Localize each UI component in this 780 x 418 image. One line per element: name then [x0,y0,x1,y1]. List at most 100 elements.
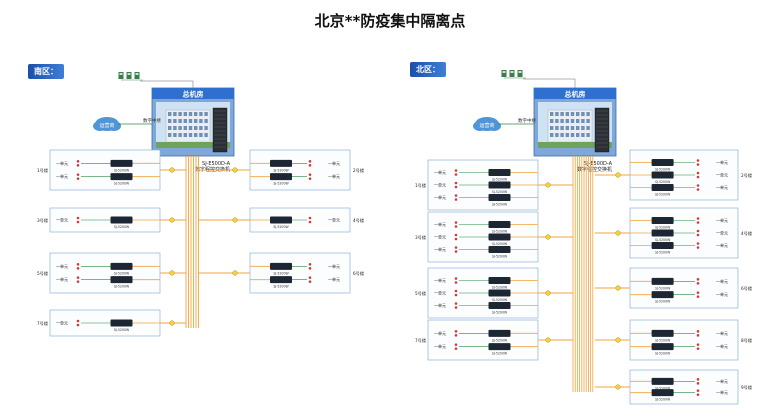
gateway-device [651,217,674,224]
building-unit-box [629,267,739,309]
phone-icon [134,72,140,79]
handset-icon [696,242,700,245]
switch-cabinet [212,107,228,153]
building-window [555,133,559,137]
terminal-label: 一单元 [716,172,728,178]
gateway-label: SJ-5200W [655,286,671,290]
terminal-label: 一单元 [716,159,728,165]
building-window [173,119,177,123]
cloud-icon [93,117,121,131]
terminal-label: 一单元 [434,234,446,240]
server-room-title: 总机房 [565,90,586,99]
terminal-label: 一单元 [434,330,446,336]
building-window [576,119,580,123]
gateway-label: SJ-5200W [492,190,508,194]
building-window [194,119,198,123]
handset-icon [76,160,80,163]
gateway-label: SJ-5200W [492,230,508,234]
page-title: 北京**防疫集中隔离点 [314,12,466,30]
gateway-label: SJ-5200W [655,300,671,304]
gateway-device [270,173,292,181]
building-window [199,126,203,130]
splitter-icon [615,285,621,291]
terminal-label: 一单元 [434,302,446,308]
handset-icon [696,159,700,162]
gateway-device [651,291,674,299]
building-window [565,119,569,123]
gateway-device [270,276,292,284]
building-window [183,126,187,130]
handset-icon [454,277,458,280]
gateway-device [651,377,674,385]
handset-icon [454,289,458,293]
building-label: 3号楼 [415,234,426,241]
handset-icon [696,282,700,285]
building-illustration [165,109,211,143]
phone-screen-icon [502,71,506,73]
gateway-label: SJ-5200W [492,242,508,246]
gateway-label: SJ-5200W [492,352,508,356]
building-window [178,112,182,116]
gateway-label: SJ-5200W [114,225,130,229]
building-window [194,133,198,137]
gateway-device [488,289,511,297]
handset-icon [696,291,700,294]
building-window [570,119,575,123]
gateway-label: SJ-5200W [273,285,289,289]
building-window [581,119,585,123]
handset-icon [76,319,80,323]
handset-icon [308,276,312,279]
cloud-label: 运营商 [479,122,494,129]
gateway-label: SJ-5200W [492,255,508,259]
building-window [581,133,585,137]
building-label: 2号楼 [741,172,752,179]
handset-icon [454,198,458,201]
terminal-label: 一单元 [434,246,446,252]
building-window [550,119,554,123]
terminal-label: 一单元 [328,173,340,179]
gateway-device [270,159,292,167]
handset-icon [454,246,458,249]
building-window [173,126,177,130]
gateway-label: SJ-5200W [114,168,130,172]
building-unit-box [249,252,351,294]
handset-icon [696,393,700,396]
gateway-label: SJ-5200W [492,286,508,290]
building-window [173,133,177,137]
handset-icon [308,220,312,224]
gateway-device [488,181,511,189]
gateway-device [488,169,511,176]
gateway-device [651,277,674,285]
handset-icon [308,263,312,266]
building-window [183,133,187,137]
building-window [560,112,564,116]
building-window [194,112,198,116]
gateway-label: SJ-5200W [655,352,671,356]
gateway-device [488,329,511,337]
building-label: 5号楼 [37,270,48,277]
phone-icon [118,72,124,79]
gateway-label: SJ-5200W [114,285,130,289]
phone-icon [501,70,507,77]
trunk-link-label: 数字中继 [143,117,161,124]
handset-icon [696,233,700,237]
gateway-device [110,319,133,327]
building-window [188,133,193,137]
splitter-icon [169,217,175,223]
handset-icon [308,164,312,167]
gateway-label: SJ-5200W [655,386,671,390]
handset-icon [454,250,458,253]
gateway-device [110,262,133,270]
building-unit-box [629,369,739,405]
gateway-device [488,221,511,228]
building-label: 9号楼 [741,384,752,391]
north-region-label: 北区： [410,62,446,77]
building-window [550,112,554,116]
cloud-shape-icon [107,121,121,131]
building-illustration [547,109,593,143]
building-window [168,126,172,130]
building-window [204,133,208,137]
gateway-device [651,389,674,397]
building-window [570,112,575,116]
splitter-icon [169,167,175,173]
